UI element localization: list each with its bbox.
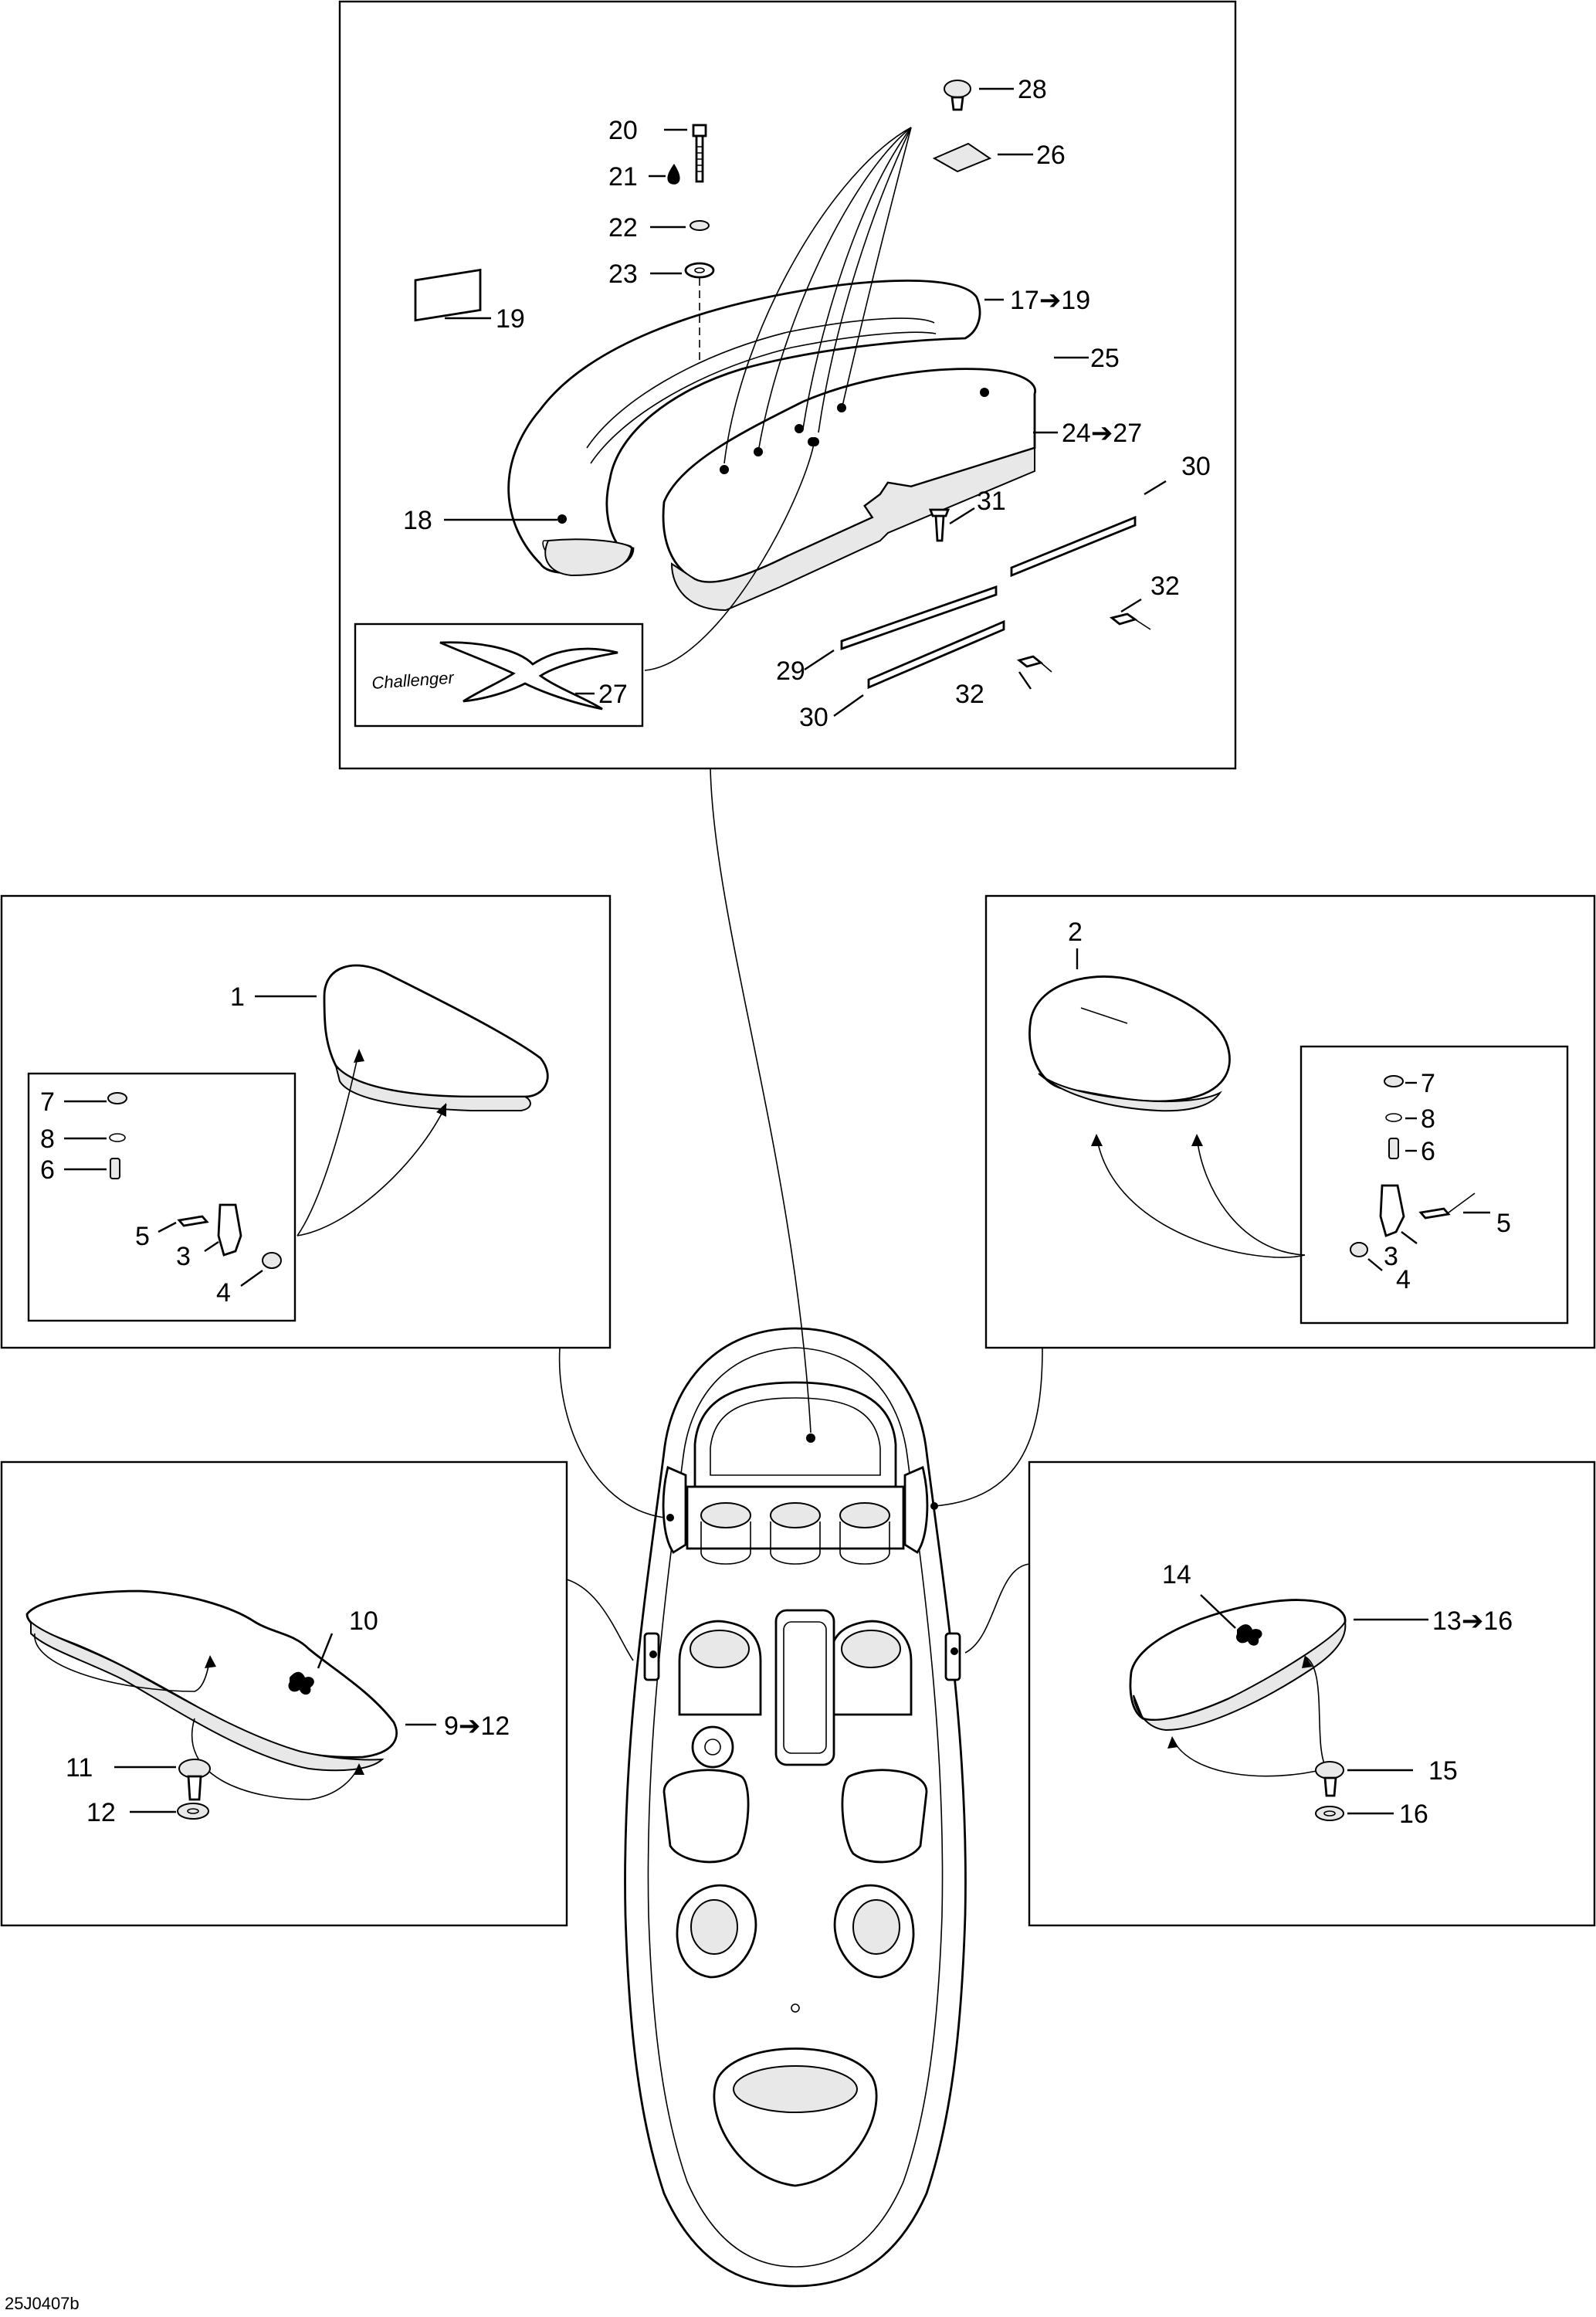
label-part [414,268,482,322]
callout-32b: 32 [955,680,984,709]
left-cushion-panel [0,894,665,1518]
callout-12: 12 [86,1798,116,1827]
callout-13-16: 13➔16 [1432,1606,1513,1636]
callout-9-12: 9➔12 [444,1711,510,1741]
callout-16: 16 [1399,1800,1428,1829]
callout-labels: 28 26 20 21 22 23 19 17➔19 25 24➔27 30 1… [5,75,1513,2313]
callout-31: 31 [977,487,1006,516]
callout-26: 26 [1036,141,1066,170]
callout-18: 18 [403,506,432,535]
callout-22: 22 [608,213,638,243]
callout-28: 28 [1018,75,1047,104]
callout-7a: 7 [40,1087,55,1117]
bolt-part [692,124,707,183]
callout-5a: 5 [135,1222,150,1251]
callout-24-27: 24➔27 [1062,419,1142,448]
callout-19: 19 [496,304,525,334]
callout-20: 20 [608,116,638,145]
callout-23: 23 [608,260,638,289]
callout-dot [806,1433,815,1443]
callout-29: 29 [776,656,805,686]
callout-dot [950,1647,958,1655]
callout-2: 2 [1068,918,1083,947]
leader-top-to-deck [710,768,812,1433]
callout-10: 10 [349,1606,378,1636]
callout-27: 27 [598,680,628,709]
callout-14: 14 [1162,1560,1191,1589]
callout-6b: 6 [1421,1137,1435,1166]
callout-8a: 8 [40,1125,55,1154]
diagram-box-right-bottom [1028,1460,1596,1927]
callout-1: 1 [230,982,245,1012]
deck-hull [624,1327,967,2288]
callout-11: 11 [66,1753,93,1783]
callout-4b: 4 [1396,1265,1411,1294]
callout-8b: 8 [1421,1104,1435,1134]
callout-7b: 7 [1421,1069,1435,1098]
right-seat-panel [964,1460,1596,1927]
callout-6a: 6 [40,1155,55,1185]
callout-30a: 30 [1181,452,1211,481]
callout-5b: 5 [1496,1209,1511,1238]
callout-3a: 3 [176,1242,191,1271]
callout-4a: 4 [216,1278,231,1308]
right-cushion-panel [934,894,1596,1507]
callout-17-19: 17➔19 [1010,286,1090,315]
hardware-sub-box-left [27,1072,296,1322]
callout-25: 25 [1090,344,1120,373]
hardware-sub-box-right [1300,1045,1569,1325]
callout-21: 21 [608,162,638,192]
callout-3b: 3 [1384,1242,1398,1271]
rear-seat-panel: Challenger [338,0,1237,770]
decal-x-shape [439,641,618,711]
drawing-reference: 25J0407b [5,2294,80,2313]
callout-32a: 32 [1150,572,1180,601]
callout-dot [649,1650,657,1658]
callout-15: 15 [1428,1756,1458,1786]
callout-30b: 30 [799,703,828,732]
decal-box [354,623,644,728]
left-seat-panel [0,1460,634,1927]
callout-dot [666,1514,674,1521]
